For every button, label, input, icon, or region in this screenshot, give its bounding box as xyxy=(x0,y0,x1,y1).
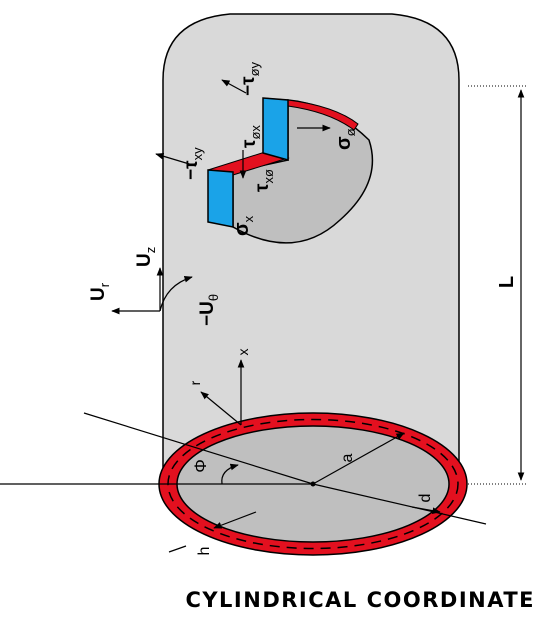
depth-label: d xyxy=(417,494,434,503)
u-theta-arrow xyxy=(159,276,193,312)
radius-arrow xyxy=(312,432,405,485)
r-axis-arrow xyxy=(200,391,242,426)
center-point xyxy=(310,481,316,487)
length-label: L xyxy=(496,276,518,288)
svg-text:−τxy: −τxy xyxy=(181,147,205,180)
svg-text:−τøy: −τøy xyxy=(238,61,262,96)
tau-phix-label: τøx xyxy=(239,125,263,148)
x-axis-label: x xyxy=(235,349,251,356)
u-theta-label: −Uθ xyxy=(197,294,221,326)
cutout-face-lower xyxy=(207,169,234,228)
cutout-top-edge xyxy=(262,97,359,131)
phi-label: Φ xyxy=(191,459,210,473)
sigma-phi-label: σø xyxy=(333,128,358,150)
thickness-arrow-inner xyxy=(213,511,257,529)
r-axis-label: r xyxy=(187,380,203,385)
tau-phiy-label: −τøy xyxy=(238,61,262,96)
u-r-label: Ur xyxy=(88,282,112,301)
section-line xyxy=(312,483,487,525)
thickness-arrow-outer xyxy=(168,545,187,553)
cylinder-body xyxy=(162,13,460,485)
tau-xy-label: −τxy xyxy=(181,147,205,180)
svg-text:σø: σø xyxy=(333,128,358,150)
diagram-caption: CYLINDRICAL COORDINATE xyxy=(185,588,535,612)
cutout-face-upper xyxy=(262,97,289,161)
tau-phiy-arrow xyxy=(221,79,247,94)
svg-text:Ur: Ur xyxy=(88,282,112,301)
radius-label: a xyxy=(339,453,356,462)
svg-text:Uz: Uz xyxy=(134,247,158,267)
svg-text:τøx: τøx xyxy=(239,125,263,148)
thickness-label: h xyxy=(196,547,213,556)
phi-arc xyxy=(221,463,239,485)
u-z-label: Uz xyxy=(134,247,158,267)
tau-xy-arrow xyxy=(155,152,197,167)
svg-text:−Uθ: −Uθ xyxy=(197,294,221,326)
sigma-x-label: σx xyxy=(231,215,256,236)
angle-line xyxy=(83,412,314,485)
svg-text:σx: σx xyxy=(231,215,256,236)
svg-text:τxø: τxø xyxy=(252,169,276,192)
tau-xphi-label: τxø xyxy=(252,169,276,192)
depth-arrow xyxy=(411,506,441,514)
